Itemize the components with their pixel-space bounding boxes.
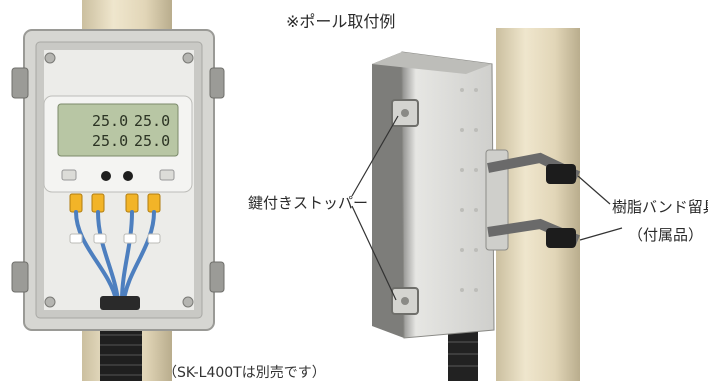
left-conduit <box>100 325 142 381</box>
left-screws <box>44 52 194 308</box>
page-title: ※ポール取付例 <box>286 12 396 31</box>
cable-clips <box>69 233 161 244</box>
lcd-row1-left: 25.0 <box>92 112 128 130</box>
resin-band-bottom <box>487 218 580 248</box>
logger-lcd <box>57 103 179 157</box>
connectors <box>69 193 161 213</box>
conduit-ribs <box>100 334 142 376</box>
lcd-row2-right: 25.0 <box>134 132 170 150</box>
lock-stopper-label: 鍵付きストッパー <box>248 194 369 212</box>
left-hinges <box>11 67 225 293</box>
right-rib-dots <box>460 88 478 292</box>
cable-gland <box>100 296 140 310</box>
resin-band-sublabel: （付属品） <box>628 226 704 244</box>
logger-buttons <box>61 169 175 181</box>
resin-band-label: 樹脂バンド留具 <box>612 198 708 216</box>
lock-stopper-top <box>391 99 419 127</box>
lcd-row1-right: 25.0 <box>134 112 170 130</box>
lock-stopper-bottom <box>391 287 419 315</box>
lcd-row2-left: 25.0 <box>92 132 128 150</box>
callout-lines <box>351 115 623 301</box>
right-pole <box>496 28 580 381</box>
sold-separately-note: （SK-L400Tは別売です） <box>163 365 326 381</box>
sensor-cables <box>74 210 156 302</box>
right-enclosure-top <box>372 52 492 74</box>
resin-band-top <box>487 152 581 184</box>
